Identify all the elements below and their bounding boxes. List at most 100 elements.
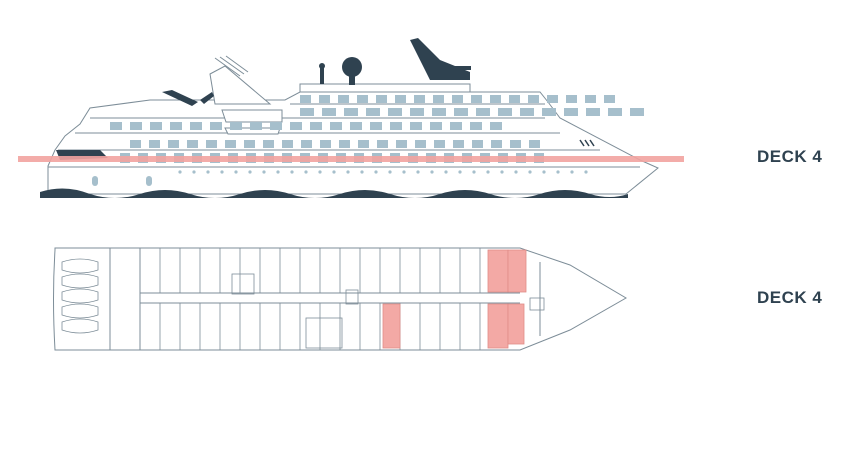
window <box>604 95 615 103</box>
window <box>388 108 402 116</box>
window <box>210 122 222 130</box>
window <box>415 140 426 148</box>
window <box>510 140 521 148</box>
window <box>320 140 331 148</box>
window <box>433 95 444 103</box>
window <box>453 140 464 148</box>
window <box>370 122 382 130</box>
porthole <box>556 170 560 174</box>
porthole <box>318 170 322 174</box>
porthole <box>374 170 378 174</box>
porthole <box>304 170 308 174</box>
porthole <box>402 170 406 174</box>
porthole <box>220 170 224 174</box>
window <box>410 108 424 116</box>
window <box>168 140 179 148</box>
window <box>230 122 242 130</box>
window <box>490 122 502 130</box>
window <box>366 108 380 116</box>
porthole <box>458 170 462 174</box>
window <box>454 108 468 116</box>
room <box>305 317 343 349</box>
porthole <box>486 170 490 174</box>
window <box>509 95 520 103</box>
window <box>450 122 462 130</box>
porthole <box>416 170 420 174</box>
window <box>263 140 274 148</box>
window <box>434 140 445 148</box>
porthole <box>472 170 476 174</box>
porthole <box>146 176 152 186</box>
porthole <box>192 170 196 174</box>
window <box>528 95 539 103</box>
porthole <box>514 170 518 174</box>
ship-portholes <box>92 170 588 186</box>
window <box>149 140 160 148</box>
porthole <box>234 170 238 174</box>
window <box>301 140 312 148</box>
deck-label-side-view: DECK 4 <box>757 147 823 166</box>
window <box>498 108 512 116</box>
window <box>410 122 422 130</box>
window <box>350 122 362 130</box>
deck-4-highlighted-cabins <box>382 249 527 349</box>
window <box>585 95 596 103</box>
porthole <box>542 170 546 174</box>
plan-outline <box>53 247 627 351</box>
window <box>490 95 501 103</box>
stair <box>529 297 545 311</box>
window <box>491 140 502 148</box>
window <box>566 95 577 103</box>
window <box>206 140 217 148</box>
window <box>310 122 322 130</box>
deck-4-highlight-line <box>18 156 684 162</box>
window <box>338 95 349 103</box>
window <box>300 108 314 116</box>
window <box>330 122 342 130</box>
window <box>190 122 202 130</box>
porthole <box>388 170 392 174</box>
window <box>357 95 368 103</box>
porthole <box>206 170 210 174</box>
deck-label-plan-view: DECK 4 <box>757 288 823 307</box>
window <box>300 95 311 103</box>
window <box>430 122 442 130</box>
window <box>358 140 369 148</box>
window <box>322 108 336 116</box>
window <box>339 140 350 148</box>
ship-superstructure <box>47 55 659 195</box>
window <box>414 95 425 103</box>
window <box>452 95 463 103</box>
window <box>390 122 402 130</box>
window <box>395 95 406 103</box>
window <box>564 108 578 116</box>
window <box>130 140 141 148</box>
window <box>110 122 122 130</box>
window <box>250 122 262 130</box>
porthole <box>570 170 574 174</box>
window <box>472 140 483 148</box>
cabin-walls <box>159 248 545 350</box>
porthole <box>332 170 336 174</box>
window <box>529 140 540 148</box>
window <box>630 108 644 116</box>
window <box>377 140 388 148</box>
window <box>396 140 407 148</box>
window <box>170 122 182 130</box>
porthole <box>262 170 266 174</box>
porthole <box>346 170 350 174</box>
porthole <box>178 170 182 174</box>
stair <box>345 289 359 305</box>
window <box>520 108 534 116</box>
window <box>470 122 482 130</box>
window <box>187 140 198 148</box>
porthole <box>360 170 364 174</box>
porthole <box>248 170 252 174</box>
porthole <box>500 170 504 174</box>
porthole <box>92 176 98 186</box>
porthole <box>276 170 280 174</box>
porthole <box>528 170 532 174</box>
window <box>471 95 482 103</box>
